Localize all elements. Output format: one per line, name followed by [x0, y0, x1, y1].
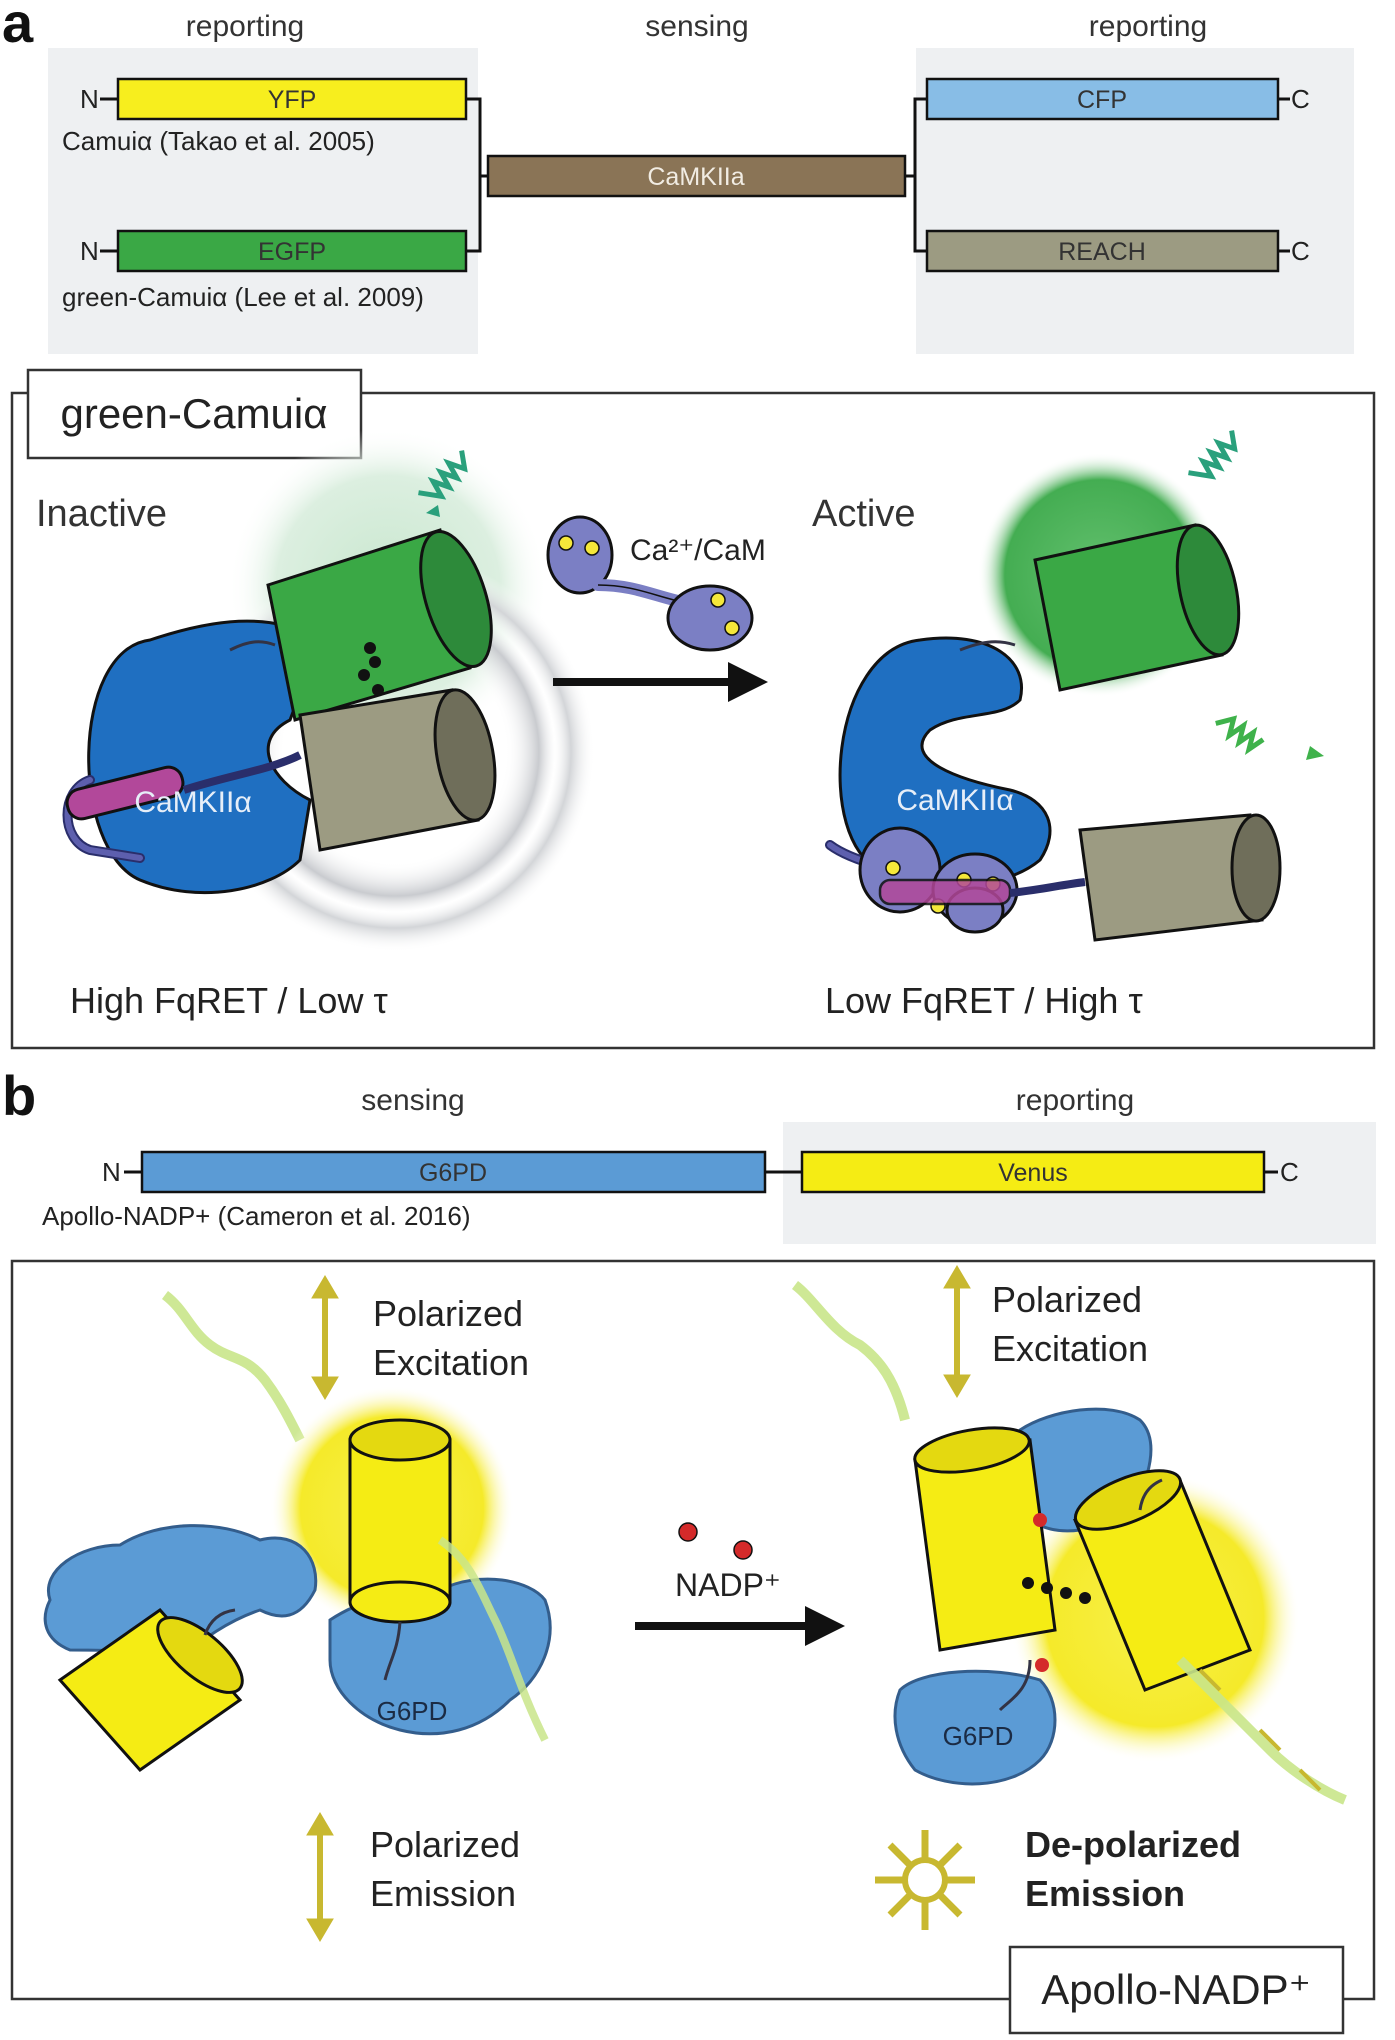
excitation-right-line1: Polarized	[992, 1279, 1142, 1320]
cfp-label: CFP	[1077, 86, 1127, 114]
c-terminus-cfp: C	[1291, 84, 1310, 114]
nadp-ligand	[678, 1522, 753, 1560]
emission-right-line1: De-polarized	[1025, 1824, 1241, 1865]
g6pd-label-left: G6PD	[377, 1696, 448, 1726]
apollo-title-box	[1008, 1945, 1345, 2035]
apollo-left-illustration: G6PD	[43, 1291, 552, 1772]
camkii-bar-label: CaMKIIa	[647, 163, 744, 191]
panel-a-letter: a	[2, 0, 34, 54]
reach-bar: REACH	[925, 229, 1280, 273]
g6pd-bar-label: G6PD	[419, 1159, 487, 1187]
apollo-frame	[10, 1259, 1376, 2001]
calmodulin-binding-segment	[65, 765, 185, 821]
g6pd-bar: G6PD	[140, 1150, 767, 1194]
active-label: Active	[812, 493, 915, 535]
venus-cylinder-left-tilted	[57, 1608, 244, 1772]
n-terminus-g6pd: N	[102, 1157, 121, 1187]
depolarized-emission-icon	[875, 1830, 975, 1930]
reach-label: REACH	[1058, 238, 1146, 266]
excitation-arrow-left	[311, 1275, 339, 1400]
venus-bar-label: Venus	[998, 1159, 1068, 1187]
emission-right-line2: Emission	[1025, 1873, 1185, 1914]
egfp-label: EGFP	[258, 238, 326, 266]
header-reporting-left: reporting	[186, 10, 304, 43]
yfp-label: YFP	[268, 86, 317, 114]
header-b-sensing: sensing	[361, 1084, 464, 1117]
green-camui-title-box	[26, 368, 363, 460]
c-terminus-reach: C	[1291, 236, 1310, 266]
header-b-reporting: reporting	[1016, 1084, 1134, 1117]
g6pd-right-body	[893, 1669, 1057, 1786]
venus-bar: Venus	[800, 1150, 1266, 1194]
emission-left-line1: Polarized	[370, 1824, 520, 1865]
reach-cylinder-inactive	[298, 688, 497, 852]
calmodulin-ligand	[546, 515, 754, 652]
reach-cylinder-active	[1078, 813, 1282, 942]
excitation-arrow-right	[943, 1265, 971, 1398]
apollo-title: Apollo-NADP⁺	[1041, 1966, 1311, 2013]
cfp-bar: CFP	[925, 77, 1280, 121]
excitation-left-line1: Polarized	[373, 1293, 523, 1334]
excitation-left-line2: Excitation	[373, 1342, 529, 1383]
active-readout: Low FqRET / High τ	[825, 980, 1143, 1021]
g6pd-label-right: G6PD	[943, 1721, 1014, 1751]
citation-camui: Camuiα (Takao et al. 2005)	[62, 126, 375, 156]
egfp-cylinder-inactive	[266, 528, 493, 722]
header-sensing: sensing	[645, 10, 748, 43]
ca-cam-label: Ca²⁺/CaM	[630, 534, 766, 567]
n-terminus-yfp: N	[80, 84, 99, 114]
egfp-bar: EGFP	[116, 229, 468, 273]
binding-arrow	[635, 1606, 845, 1646]
green-camui-title: green-Camuiα	[60, 390, 327, 437]
active-illustration: CaMKIIα	[825, 430, 1324, 942]
inactive-readout: High FqRET / Low τ	[70, 980, 388, 1021]
n-terminus-egfp: N	[80, 236, 99, 266]
g6pd-left-lobe	[43, 1524, 318, 1662]
venus-cylinder-left-upright	[348, 1418, 452, 1624]
citation-apollo: Apollo-NADP+ (Cameron et al. 2016)	[42, 1201, 470, 1231]
emission-arrow-left	[306, 1812, 334, 1942]
camkii-label-active: CaMKIIα	[896, 784, 1013, 817]
domain-connectors	[100, 97, 1290, 253]
yfp-bar: YFP	[116, 77, 468, 121]
camkii-protein-active	[838, 636, 1052, 887]
c-terminus-venus: C	[1280, 1157, 1299, 1187]
emission-left-line2: Emission	[370, 1873, 516, 1914]
green-camui-frame	[10, 391, 1376, 1050]
nadp-label: NADP⁺	[675, 1567, 781, 1603]
egfp-cylinder-active	[1033, 523, 1241, 692]
camkii-bar: CaMKIIa	[486, 154, 907, 198]
excitation-right-line2: Excitation	[992, 1328, 1148, 1369]
apollo-right-illustration: G6PD	[791, 1281, 1347, 1805]
camkii-label-inactive: CaMKIIα	[134, 786, 251, 819]
panel-b-letter: b	[2, 1064, 36, 1127]
inactive-illustration: CaMKIIα	[62, 428, 595, 952]
header-reporting-right: reporting	[1089, 10, 1207, 43]
venus-cylinder-right-a	[913, 1426, 1057, 1652]
activation-arrow	[553, 662, 768, 702]
citation-green-camui: green-Camuiα (Lee et al. 2009)	[62, 282, 424, 312]
inactive-label: Inactive	[36, 493, 167, 535]
